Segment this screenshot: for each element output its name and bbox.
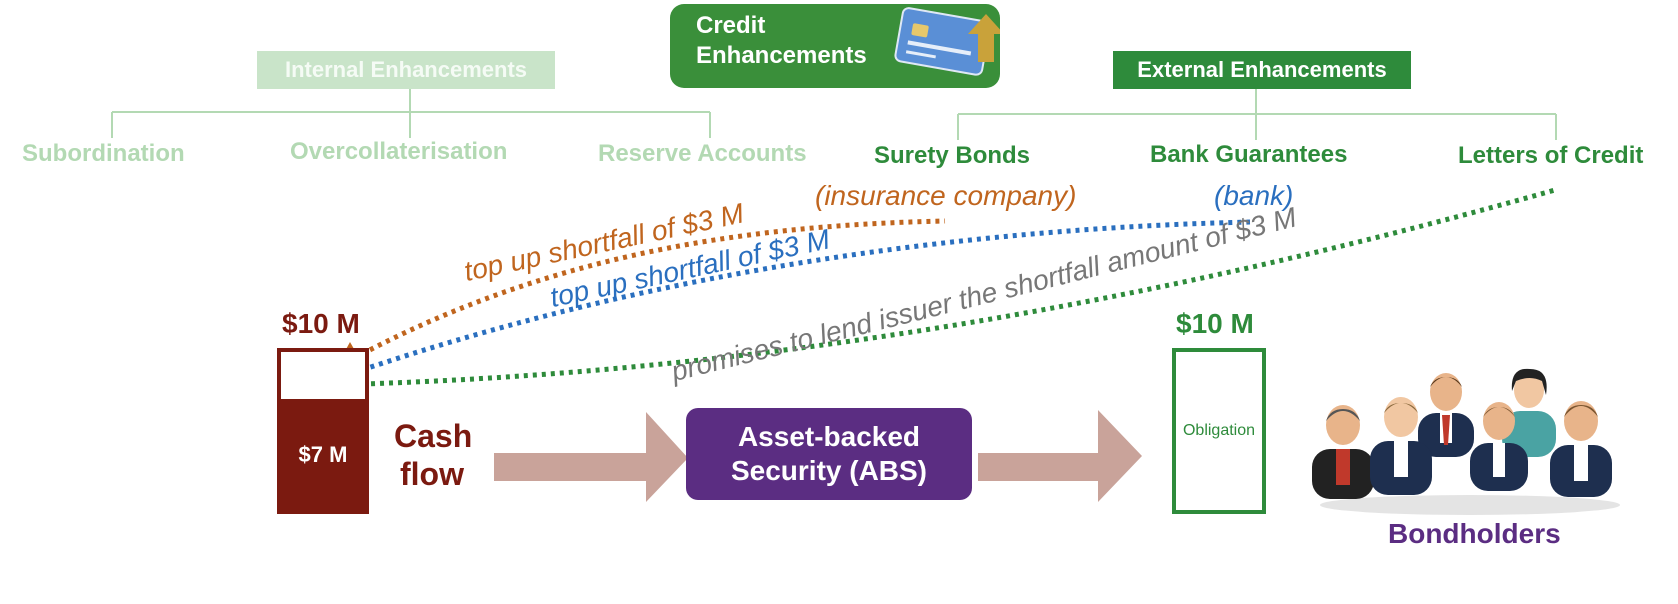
title-line-1: Credit bbox=[696, 12, 766, 39]
issuer-held-label: $7 M bbox=[298, 441, 348, 467]
internal-enhancements-box: Internal Enhancements bbox=[257, 51, 555, 89]
issuer-account-box: $7 M bbox=[277, 348, 369, 514]
surety-bonds-label: Surety Bonds bbox=[874, 142, 1031, 169]
abs-line-1: Asset-backed bbox=[737, 421, 921, 452]
issuer-total-label: $10 M bbox=[282, 308, 360, 339]
bondholders-people-icon bbox=[1312, 368, 1620, 515]
reserve-accounts-label: Reserve Accounts bbox=[598, 140, 807, 167]
letters-of-credit-label: Letters of Credit bbox=[1458, 142, 1644, 169]
obligation-label: Obligation bbox=[1182, 422, 1256, 439]
bank-guarantees-label: Bank Guarantees bbox=[1150, 141, 1348, 168]
bondholders-label: Bondholders bbox=[1388, 518, 1561, 549]
person-front-1 bbox=[1312, 405, 1374, 499]
internal-tree-lines bbox=[111, 88, 711, 138]
external-tree-lines bbox=[957, 88, 1557, 140]
cashflow-arrow-right bbox=[978, 410, 1142, 502]
overcollaterisation-label: Overcollaterisation bbox=[290, 138, 508, 165]
blue-dotted-curve bbox=[361, 219, 1251, 373]
bank-note: (bank) bbox=[1214, 180, 1294, 211]
cashflow-line-2: flow bbox=[400, 456, 464, 492]
person-front-3 bbox=[1550, 401, 1612, 497]
insurance-company-note: (insurance company) bbox=[815, 180, 1077, 211]
up-arrow-icon bbox=[968, 14, 1000, 62]
issuer-held-fill: $7 M bbox=[281, 399, 365, 510]
abs-line-2: Security (ABS) bbox=[730, 455, 928, 486]
cashflow-line-1: Cash bbox=[394, 418, 473, 454]
green-dotted-curve bbox=[361, 187, 1556, 387]
external-enhancements-box: External Enhancements bbox=[1113, 51, 1411, 89]
credit-enhancements-box: Credit Enhancements bbox=[670, 4, 1000, 88]
obligation-box: Obligation bbox=[1172, 348, 1266, 514]
subordination-label: Subordination bbox=[22, 140, 185, 167]
orange-dotted-curve bbox=[360, 218, 946, 357]
title-line-2: Enhancements bbox=[696, 42, 867, 69]
abs-box: Asset-backed Security (ABS) bbox=[686, 408, 972, 500]
person-front-2 bbox=[1370, 397, 1432, 495]
obligation-total-label: $10 M bbox=[1176, 308, 1254, 339]
cashflow-arrow-left bbox=[494, 412, 688, 502]
person-back-1 bbox=[1418, 373, 1474, 457]
credit-card-icon bbox=[894, 7, 1000, 76]
person-mid-1 bbox=[1470, 402, 1528, 491]
